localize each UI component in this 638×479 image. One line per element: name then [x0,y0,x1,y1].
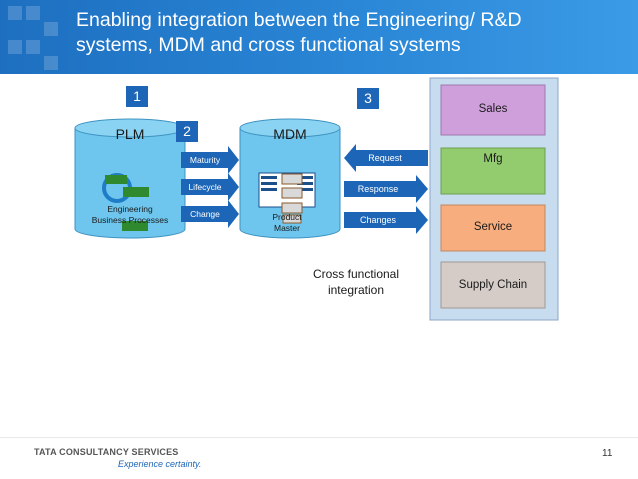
decor-square [8,40,22,54]
company-logo: TATA CONSULTANCY SERVICES [34,447,179,457]
page-number: 11 [602,448,613,459]
process-block [105,175,127,184]
step-badge-1-label: 1 [133,88,141,104]
plm-inner-line1: Engineering [107,204,153,214]
process-block [123,187,149,197]
mdm-inner-text: Product Master [262,212,312,234]
changes-label: Changes [359,215,397,225]
step-badge-3-label: 3 [364,90,372,106]
footer-divider [0,437,638,438]
slide-title-line1: Enabling integration between the Enginee… [76,9,522,31]
supply-chain-box [440,261,546,309]
response-label: Response [357,184,399,194]
change-arrow [181,200,239,228]
cross-functional-label: Cross functional integration [296,266,416,298]
step-badge-3 [357,88,379,109]
maturity-arrow [181,146,239,174]
plm-label: PLM [115,126,145,142]
mdm-inner-line1: Product [272,212,302,222]
decor-square [44,22,58,36]
decor-square [26,6,40,20]
step-badge-2-label: 2 [183,123,191,139]
sales-label: Sales [478,103,508,115]
request-arrow [344,144,428,172]
integration-diagram [74,77,559,321]
company-name: TATA CONSULTANCY SERVICES [34,447,179,457]
mdm-cylinder [239,118,341,239]
step-badge-2 [176,121,198,142]
cross-functional-line1: Cross functional [312,267,400,281]
step-badge-1 [126,86,148,107]
maturity-label: Maturity [189,155,221,165]
slide-title-line2: systems, MDM and cross functional system… [76,34,461,56]
mfg-label: Mfg [483,153,503,165]
decor-square [8,6,22,20]
request-label: Request [368,153,402,163]
mdm-inner-line2: Master [274,223,300,233]
changes-arrow [344,206,428,234]
plm-inner-line2: Business Processes [91,215,169,225]
mfg-box [440,147,546,195]
change-label: Change [190,209,220,219]
sales-box [440,84,546,136]
plm-cylinder [74,118,186,239]
process-block [122,221,148,231]
decor-square [44,56,58,70]
service-label: Service [473,221,513,233]
company-tagline: Experience certainty. [118,459,202,469]
cross-functional-line2: integration [327,283,385,297]
lifecycle-label: Lifecycle [188,182,222,192]
decor-square [26,40,40,54]
service-box [440,204,546,252]
plm-inner-text: Engineering Business Processes [78,204,182,226]
supply-chain-label: Supply Chain [458,279,528,291]
response-arrow [344,175,428,203]
lifecycle-arrow [181,173,239,201]
mdm-label: MDM [273,126,307,142]
slide-header: Enabling integration between the Enginee… [0,0,638,74]
slide-title: Enabling integration between the Enginee… [76,8,616,58]
